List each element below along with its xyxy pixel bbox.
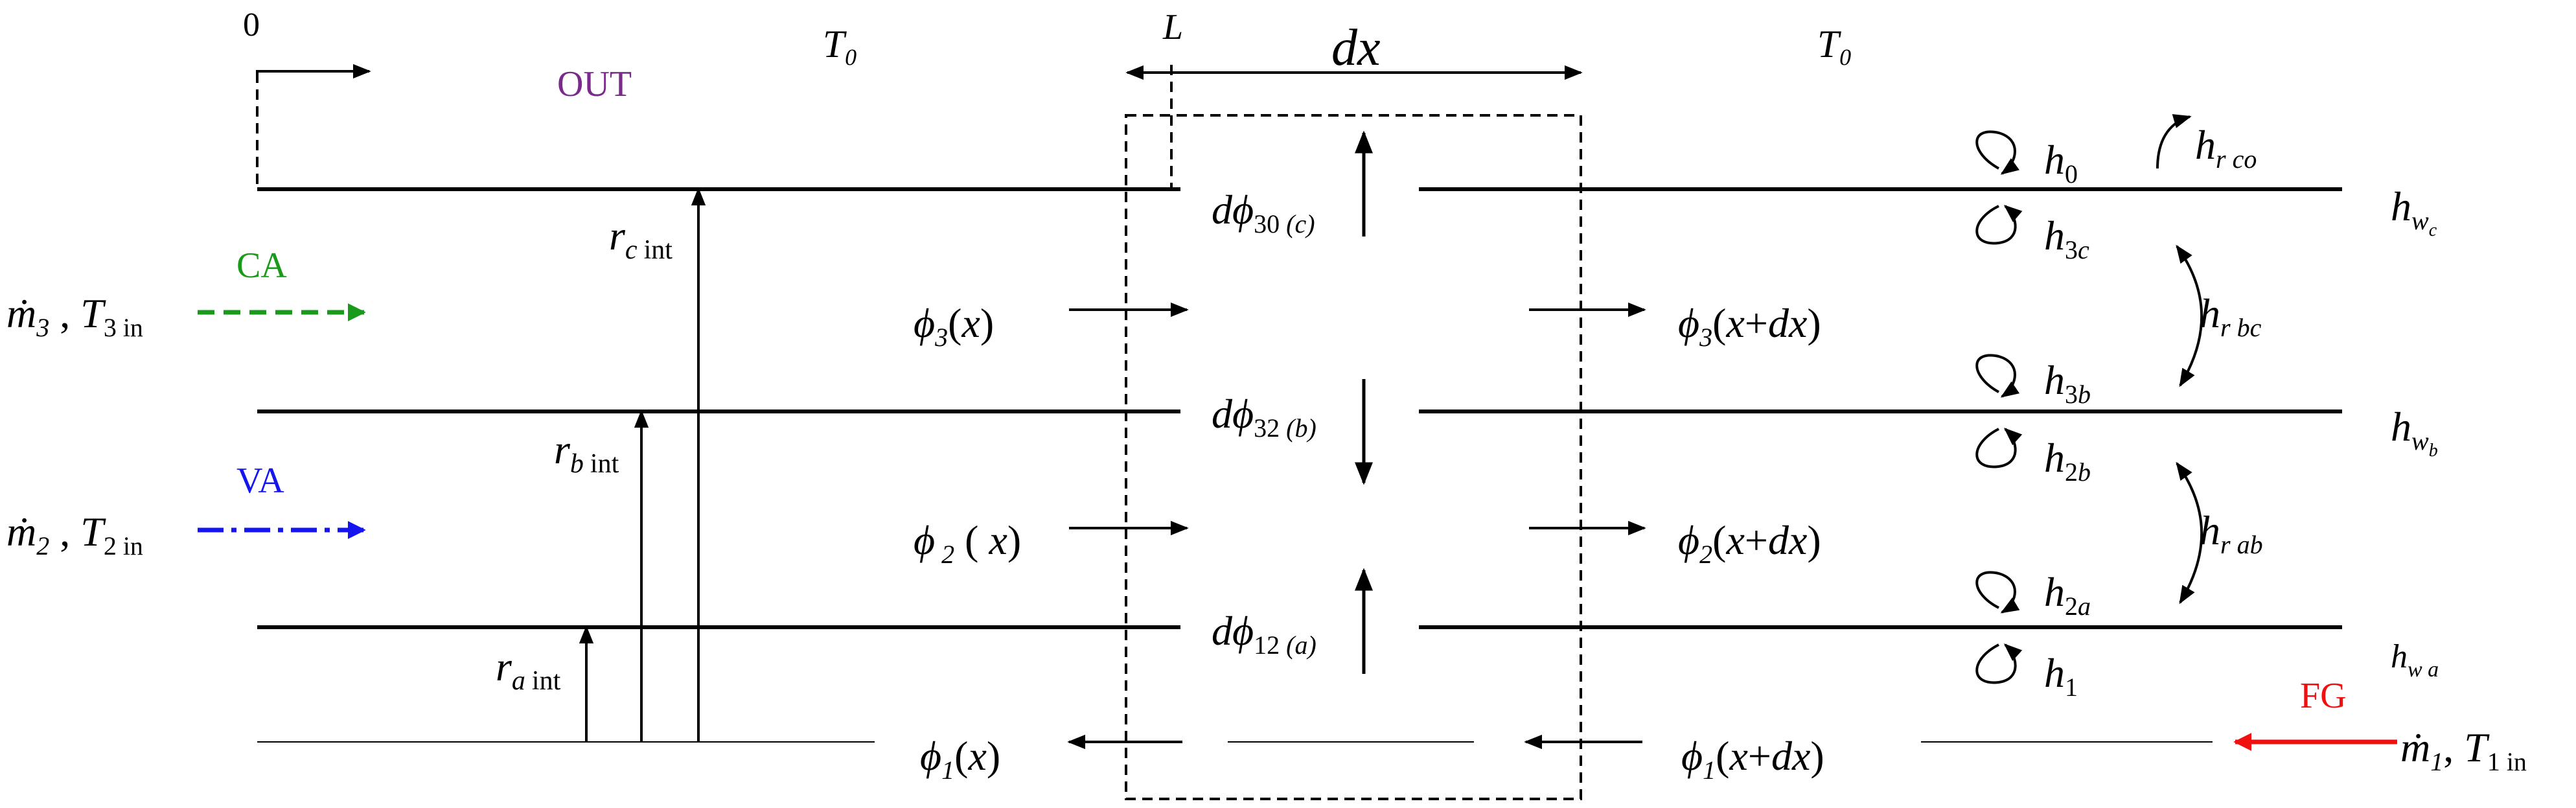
h1-label: h1 <box>2044 650 2078 702</box>
phi3-x-label: ϕ3(x) <box>914 300 994 352</box>
hrco-label: hr co <box>2195 122 2257 174</box>
t0-left-label: T₀ <box>823 23 858 65</box>
origin-label: 0 <box>243 6 260 43</box>
h3b-label: h3b <box>2044 357 2091 409</box>
hrco-curl-icon <box>2156 114 2192 169</box>
t0-right-label: T₀ <box>1817 23 1852 65</box>
length-label: L <box>1162 7 1183 47</box>
phi2-xdx-label: ϕ2(x+dx) <box>1678 517 1821 569</box>
dphi30-label: dϕ30 (c) <box>1212 187 1315 238</box>
hrbc-label: hr bc <box>2200 290 2262 342</box>
va-label: VA <box>236 461 284 501</box>
h2b-label: h2b <box>2044 435 2091 487</box>
h2a-curl-icon <box>1975 571 2020 614</box>
h3c-curl-icon <box>1975 205 2023 245</box>
dphi32-label: dϕ32 (b) <box>1212 391 1317 443</box>
ca-label: CA <box>236 246 287 286</box>
phi3-xdx-label: ϕ3(x+dx) <box>1678 300 1821 352</box>
h1-curl-icon <box>1975 643 2023 684</box>
out-label: OUT <box>557 64 632 104</box>
h2b-curl-icon <box>1975 428 2023 468</box>
inlet-3-label: ṁ3 , T3 in <box>6 290 143 342</box>
hwb-label: hwb <box>2391 404 2438 461</box>
phi1-x-label: ϕ1(x) <box>920 733 1000 785</box>
hwa-label: hw a <box>2391 638 2439 682</box>
h0-curl-icon <box>1975 130 2019 175</box>
h3c-label: h3c <box>2044 213 2089 264</box>
hrab-label: hr ab <box>2200 507 2263 559</box>
h0-label: h0 <box>2044 137 2078 189</box>
phi2-x-label: ϕ 2 ( x) <box>914 517 1021 569</box>
dx-label: dx <box>1331 19 1381 76</box>
phi1-xdx-label: ϕ1(x+dx) <box>1681 733 1824 785</box>
hrbc-curved-arrow-icon <box>2176 244 2203 387</box>
inlet-1-label: ṁ1, T1 in <box>2400 724 2527 776</box>
hrab-curved-arrow-icon <box>2176 461 2203 605</box>
dphi12-label: dϕ12 (a) <box>1212 608 1317 660</box>
control-volume-box <box>1125 114 1582 800</box>
inlet-2-label: ṁ2 , T2 in <box>6 509 143 560</box>
h2a-label: h2a <box>2044 569 2091 621</box>
fg-label: FG <box>2300 676 2347 716</box>
hwc-label: hwc <box>2391 183 2437 240</box>
h3b-curl-icon <box>1975 354 2020 398</box>
